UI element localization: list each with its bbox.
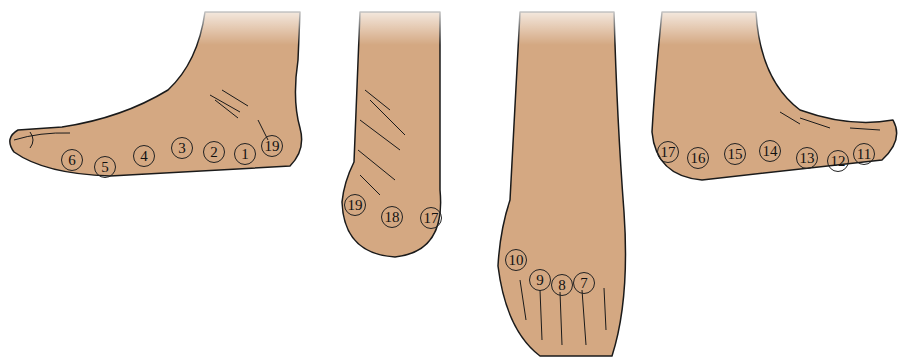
callout-number: 10 <box>505 249 527 271</box>
callout-number: 17 <box>657 141 679 163</box>
callout-number: 9 <box>529 269 551 291</box>
callout-number: 17 <box>420 207 442 229</box>
callout-number: 7 <box>573 272 595 294</box>
callout-number: 5 <box>94 156 116 178</box>
callout-number: 6 <box>61 149 83 171</box>
callout-number: 1 <box>234 143 256 165</box>
callout-number: 11 <box>853 143 875 165</box>
callout-number: 19 <box>344 194 366 216</box>
callout-number: 16 <box>687 147 709 169</box>
callout-number: 14 <box>759 140 781 162</box>
foot-front <box>498 12 626 356</box>
callout-number: 2 <box>203 141 225 163</box>
callout-number: 8 <box>551 274 573 296</box>
callout-number: 13 <box>796 147 818 169</box>
callout-number: 3 <box>171 137 193 159</box>
callout-number: 12 <box>827 150 849 172</box>
callout-number: 4 <box>133 145 155 167</box>
callout-number: 15 <box>724 143 746 165</box>
callout-number: 19 <box>261 135 283 157</box>
callout-number: 18 <box>381 206 403 228</box>
